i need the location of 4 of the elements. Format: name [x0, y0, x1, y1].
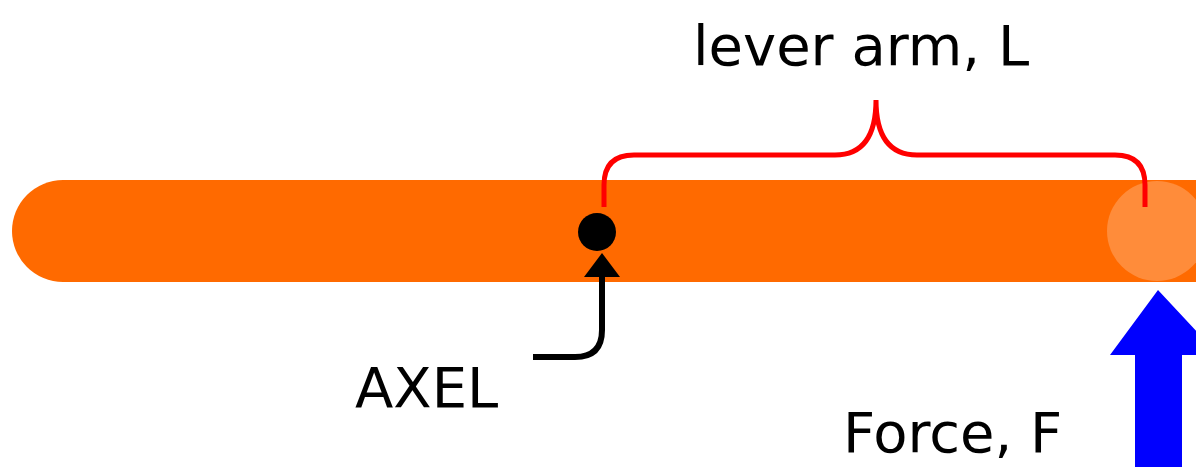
force-label: Force, F: [843, 403, 1063, 463]
axle-label: AXEL: [355, 358, 503, 418]
leader-line: [533, 253, 620, 360]
lever-arm-label: lever arm, L: [693, 16, 1030, 76]
